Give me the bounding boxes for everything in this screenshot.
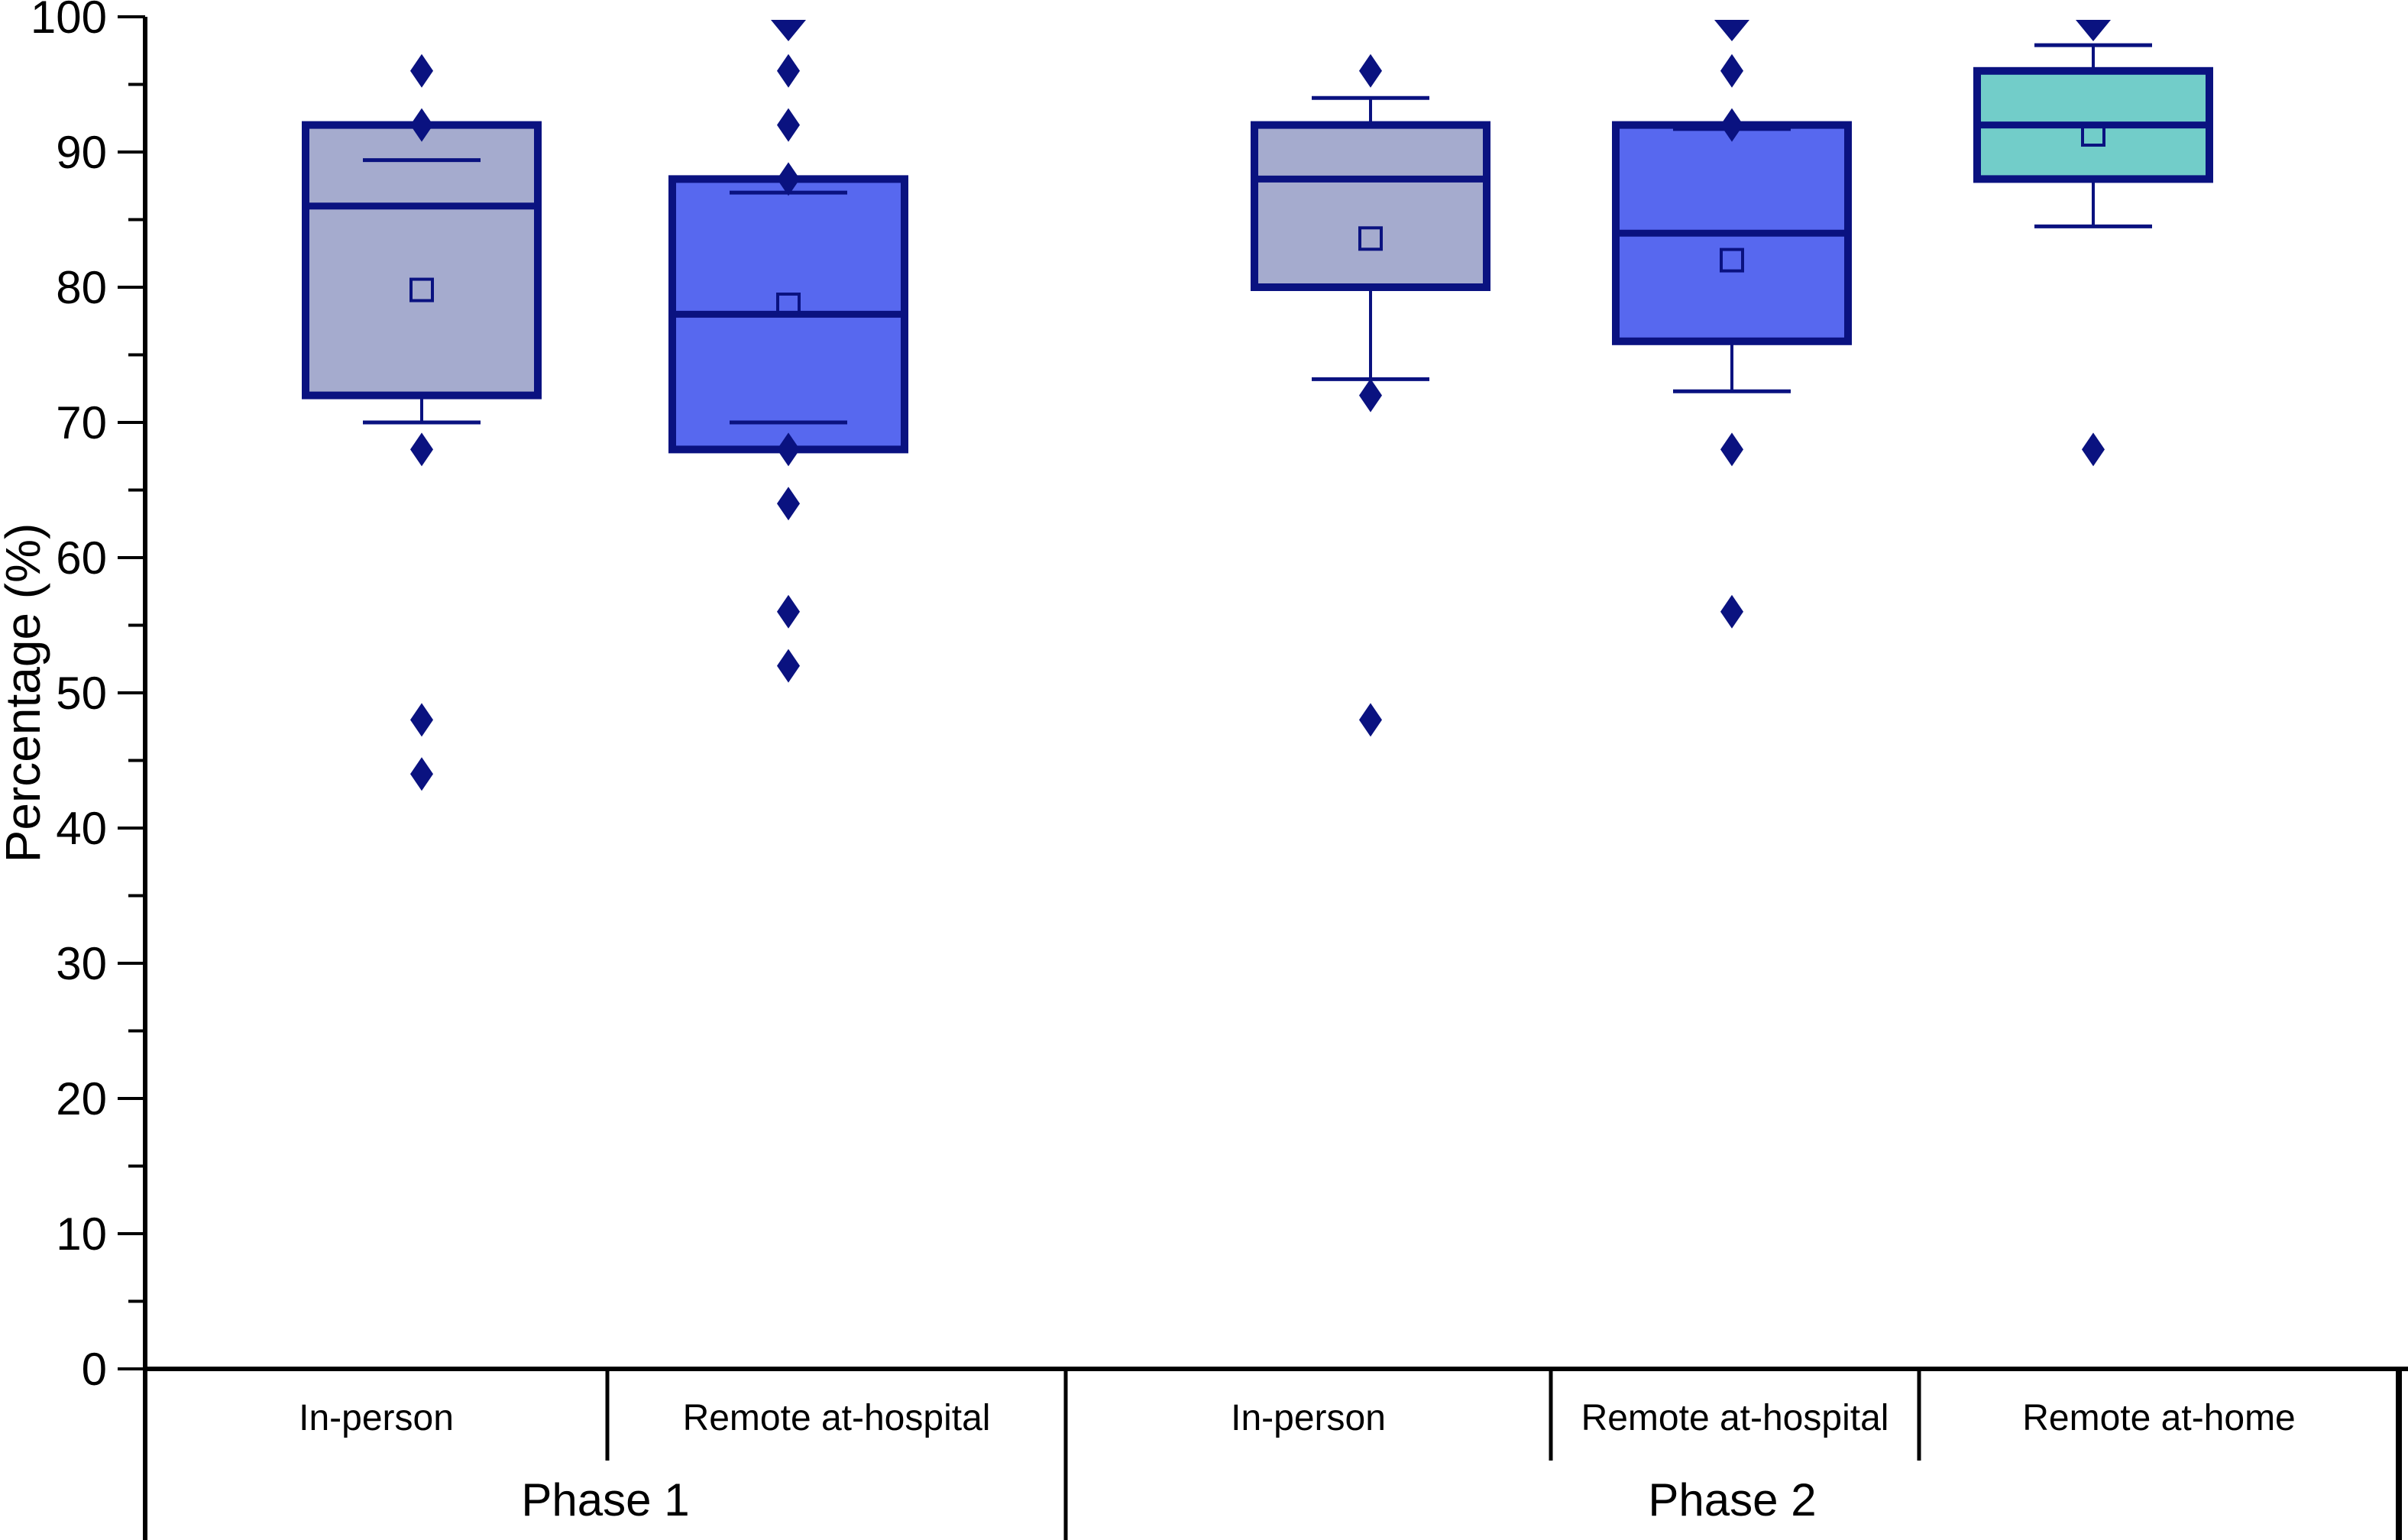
outlier-diamond <box>1720 53 1743 88</box>
category-label: Remote at-home <box>2022 1398 2296 1438</box>
y-tick-label: 10 <box>56 1208 107 1260</box>
outlier-diamond <box>777 162 800 196</box>
mean-square-marker <box>2081 121 2105 147</box>
clipped-at-max-triangle <box>2076 20 2111 41</box>
phase-label: Phase 1 <box>521 1474 689 1525</box>
category-label: In-person <box>1231 1398 1386 1438</box>
outlier-diamond <box>1720 432 1743 467</box>
outlier-diamond <box>410 432 433 467</box>
outlier-diamond <box>777 594 800 629</box>
y-tick-label: 0 <box>82 1344 107 1395</box>
box-iqr <box>302 121 542 400</box>
outlier-diamond <box>777 53 800 88</box>
category-label: Remote at-hospital <box>683 1398 991 1438</box>
y-tick-label: 100 <box>31 0 107 43</box>
outlier-diamond <box>410 703 433 737</box>
category-label: In-person <box>299 1398 454 1438</box>
y-tick-label: 20 <box>56 1073 107 1124</box>
box-iqr <box>1251 121 1490 291</box>
y-tick-label: 40 <box>56 803 107 854</box>
outlier-diamond <box>777 108 800 142</box>
outlier-diamond <box>1359 53 1382 88</box>
mean-square-marker <box>1358 226 1383 251</box>
outlier-diamond <box>410 53 433 88</box>
y-tick-label: 80 <box>56 262 107 313</box>
outlier-diamond <box>410 108 433 142</box>
outlier-diamond <box>1359 703 1382 737</box>
outlier-diamond <box>777 649 800 683</box>
y-tick-label: 90 <box>56 127 107 178</box>
clipped-at-max-triangle <box>771 20 806 41</box>
category-label: Remote at-hospital <box>1581 1398 1889 1438</box>
mean-square-marker <box>409 277 434 302</box>
mean-square-marker <box>776 293 801 318</box>
y-tick-label: 50 <box>56 668 107 719</box>
y-tick-label: 60 <box>56 532 107 584</box>
y-tick-label: 70 <box>56 397 107 448</box>
y-axis-title: Percentage (%) <box>0 523 50 863</box>
clipped-at-max-triangle <box>1714 20 1749 41</box>
outlier-diamond <box>1720 108 1743 142</box>
phase-label: Phase 2 <box>1648 1474 1816 1525</box>
outlier-diamond <box>777 432 800 467</box>
outlier-diamond <box>1720 594 1743 629</box>
outlier-diamond <box>410 757 433 791</box>
outlier-diamond <box>777 487 800 521</box>
outlier-diamond <box>1359 378 1382 412</box>
outlier-diamond <box>2082 432 2105 467</box>
mean-square-marker <box>1720 247 1744 273</box>
y-tick-label: 30 <box>56 938 107 989</box>
